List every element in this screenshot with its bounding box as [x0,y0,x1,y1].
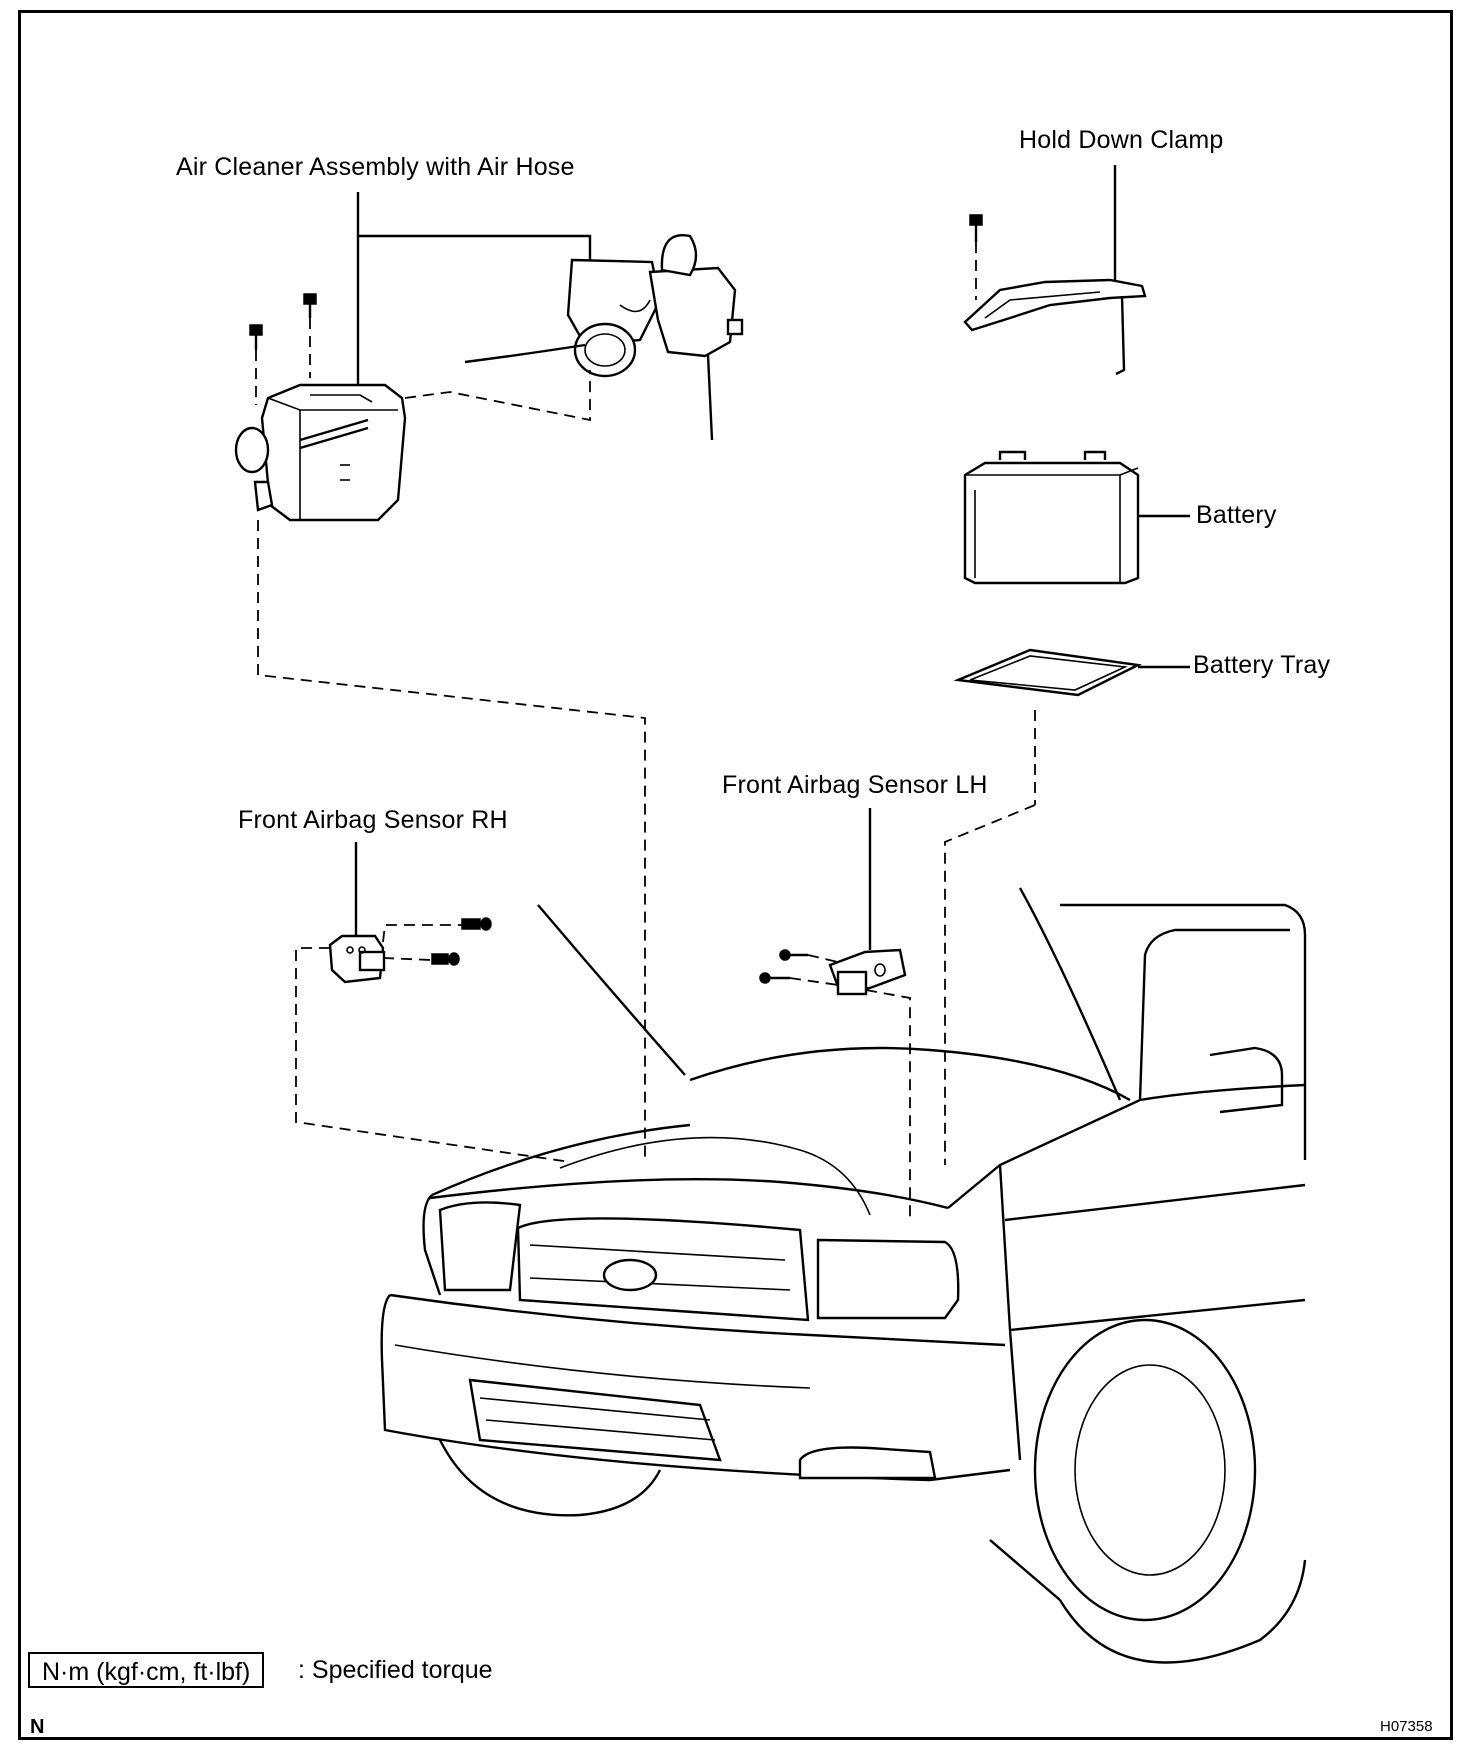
diagram-frame [18,10,1453,1740]
hold-down-clamp-part [963,165,1147,376]
air-cleaner-bolts [249,293,317,405]
airbag-sensor-lh-part [759,808,911,1218]
label-front-airbag-sensor-lh: Front Airbag Sensor LH [722,771,988,799]
torque-legend-text: : Specified torque [298,1656,493,1684]
torque-legend-box: N·m (kgf·cm, ft·lbf) [28,1652,265,1688]
battery-tray-part [944,648,1190,1165]
label-battery: Battery [1196,501,1277,529]
figure-code: H07358 [1380,1718,1433,1735]
air-cleaner-leader-lines [356,192,592,385]
airbag-sensor-rh-part [295,842,571,1163]
label-air-cleaner-assembly: Air Cleaner Assembly with Air Hose [176,153,575,181]
air-cleaner-box [234,383,407,522]
air-hose [464,234,744,441]
vehicle-outline [380,887,1307,1664]
label-hold-down-clamp: Hold Down Clamp [1019,126,1224,154]
label-battery-tray: Battery Tray [1193,651,1331,679]
corner-mark: N [30,1716,45,1738]
label-front-airbag-sensor-rh: Front Airbag Sensor RH [238,806,508,834]
battery-part [963,450,1190,585]
air-cleaner-dashed-paths [257,370,646,1158]
